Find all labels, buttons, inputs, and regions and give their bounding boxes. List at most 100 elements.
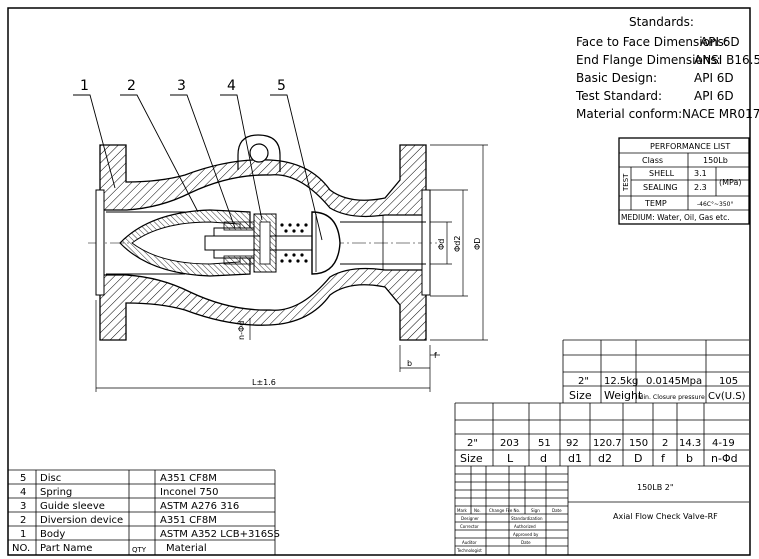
svg-text:Date: Date	[521, 540, 531, 545]
svg-text:NO.: NO.	[12, 543, 30, 554]
svg-text:d: d	[540, 452, 547, 465]
svg-text:Basic Design:: Basic Design:	[576, 71, 657, 85]
svg-text:2": 2"	[578, 376, 589, 387]
svg-text:Technologist: Technologist	[456, 548, 482, 553]
svg-text:2": 2"	[467, 438, 478, 449]
svg-text:203: 203	[500, 438, 519, 449]
callout-5: 5	[277, 78, 286, 94]
svg-text:API 6D: API 6D	[694, 89, 734, 103]
svg-text:14.3: 14.3	[679, 438, 701, 449]
svg-text:QTY: QTY	[132, 546, 147, 554]
body-lower	[99, 267, 427, 341]
callout-4: 4	[227, 78, 236, 94]
svg-text:2: 2	[662, 438, 668, 449]
svg-text:Class: Class	[642, 156, 663, 165]
svg-text:PERFORMANCE LIST: PERFORMANCE LIST	[650, 142, 730, 151]
svg-text:ANSI B16.5: ANSI B16.5	[694, 53, 759, 67]
dim-nd: n-Φd	[237, 321, 246, 340]
callouts	[73, 94, 323, 241]
svg-text:Standardization: Standardization	[511, 516, 543, 521]
svg-text:MEDIUM: Water, Oil, Gas etc.: MEDIUM: Water, Oil, Gas etc.	[621, 213, 730, 222]
svg-text:Sign: Sign	[531, 508, 540, 513]
dim-d: Φd	[437, 239, 446, 250]
svg-text:4-19: 4-19	[712, 438, 735, 449]
svg-text:105: 105	[719, 376, 738, 387]
svg-text:Material conform:: Material conform:	[576, 107, 682, 121]
parts-list	[8, 469, 276, 555]
callout-3: 3	[177, 78, 186, 94]
performance-table	[618, 137, 750, 225]
svg-text:No.: No.	[474, 508, 481, 513]
svg-text:Size: Size	[569, 389, 592, 402]
svg-text:Spring: Spring	[40, 487, 72, 498]
svg-text:51: 51	[538, 438, 551, 449]
svg-text:92: 92	[566, 438, 579, 449]
svg-text:5: 5	[20, 473, 26, 484]
svg-text:120.7: 120.7	[593, 438, 622, 449]
svg-text:150: 150	[629, 438, 648, 449]
svg-text:Part Name: Part Name	[40, 543, 92, 554]
dim-D: ΦD	[473, 238, 482, 250]
svg-text:Test Standard:: Test Standard:	[575, 89, 662, 103]
svg-text:D: D	[634, 452, 642, 465]
svg-text:2.3: 2.3	[694, 183, 707, 192]
svg-text:TEMP: TEMP	[644, 199, 667, 208]
parts-list-text: 5 Disc A351 CF8M 4 Spring Inconel 750 3 …	[12, 473, 280, 554]
svg-text:12.5kg: 12.5kg	[604, 376, 638, 387]
svg-text:Inconel 750: Inconel 750	[160, 487, 218, 498]
title-spec: 150LB 2"	[637, 483, 674, 492]
svg-text:Guide sleeve: Guide sleeve	[40, 501, 105, 512]
svg-text:d1: d1	[568, 452, 582, 465]
title-block-text: Mark No. Change File No. Sign Date Desig…	[456, 483, 718, 553]
svg-text:Date: Date	[552, 508, 562, 513]
svg-text:L: L	[507, 452, 514, 465]
svg-text:b: b	[686, 452, 693, 465]
svg-text:d2: d2	[598, 452, 612, 465]
dim-d2: Φd2	[453, 236, 462, 252]
svg-text:Mark: Mark	[457, 508, 468, 513]
svg-text:TEST: TEST	[622, 173, 630, 192]
dimension-lines	[95, 144, 488, 392]
svg-text:f: f	[661, 452, 666, 465]
svg-text:0.0145Mpa: 0.0145Mpa	[646, 376, 702, 387]
dim-f: f	[434, 351, 437, 360]
standards-title: Standards:	[629, 15, 694, 29]
svg-text:Body: Body	[40, 529, 65, 540]
svg-text:Diversion device: Diversion device	[40, 515, 123, 526]
svg-text:4: 4	[20, 487, 26, 498]
svg-text:A351 CF8M: A351 CF8M	[160, 473, 217, 484]
dim-b: b	[407, 359, 412, 368]
svg-text:ASTM A276 316: ASTM A276 316	[160, 501, 239, 512]
svg-text:Change File No.: Change File No.	[489, 508, 520, 513]
svg-text:Authorized: Authorized	[514, 524, 536, 529]
spring	[280, 223, 308, 263]
svg-text:Size: Size	[460, 452, 483, 465]
dimension-values: 2" 203 51 92 120.7 150 2 14.3 4-19 Size …	[460, 438, 738, 465]
svg-text:-46C°~350°: -46C°~350°	[697, 201, 733, 208]
lifting-lug	[237, 134, 281, 172]
svg-text:Material: Material	[166, 543, 207, 554]
svg-text:API 6D: API 6D	[694, 71, 734, 85]
title-name: Axial Flow Check Valve-RF	[613, 512, 718, 521]
standards-block: Standards: Face to Face Dimensions: API …	[575, 15, 759, 121]
svg-text:Designer: Designer	[461, 516, 479, 521]
svg-text:Weight: Weight	[604, 389, 643, 402]
svg-text:A351 CF8M: A351 CF8M	[160, 515, 217, 526]
dimension-table	[454, 402, 749, 555]
svg-text:Approved by: Approved by	[513, 532, 539, 537]
svg-text:NACE MR0175: NACE MR0175	[682, 107, 759, 121]
svg-text:1: 1	[20, 529, 26, 540]
svg-text:3.1: 3.1	[694, 169, 707, 178]
svg-text:SHELL: SHELL	[649, 169, 675, 178]
title-block	[455, 466, 749, 555]
svg-text:Auditor: Auditor	[462, 540, 477, 545]
dim-L: L±1.6	[252, 378, 276, 387]
svg-text:Cv(U.S): Cv(U.S)	[708, 391, 746, 402]
svg-text:Corrector: Corrector	[460, 524, 479, 529]
svg-text:Disc: Disc	[40, 473, 61, 484]
sheet-border	[7, 7, 751, 556]
svg-text:Min. Closure pressure: Min. Closure pressure	[638, 394, 705, 401]
svg-text:API 6D: API 6D	[700, 35, 740, 49]
svg-text:ASTM A352 LCB+316SS: ASTM A352 LCB+316SS	[160, 529, 280, 540]
callout-2: 2	[127, 78, 136, 94]
